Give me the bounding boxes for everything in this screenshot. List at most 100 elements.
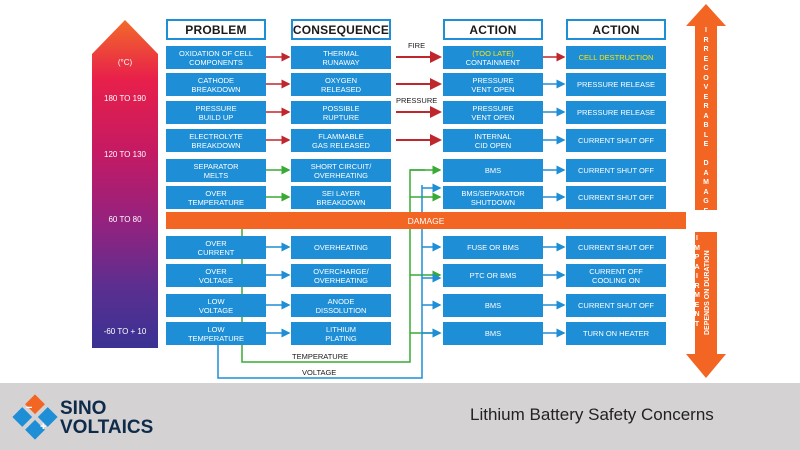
depends-on-duration-label: DEPENDS ON DURATION <box>704 250 711 336</box>
side-letter: E <box>703 141 709 148</box>
action1-box: BMS <box>443 322 543 345</box>
red-arrows-consequence-action <box>396 51 442 146</box>
pressure-label: PRESSURE <box>396 96 438 105</box>
side-letter: A <box>694 263 700 271</box>
page-title: Lithium Battery Safety Concerns <box>470 405 714 424</box>
header-action-1: ACTION <box>443 19 543 40</box>
action2-box: CURRENT SHUT OFF <box>566 129 666 152</box>
svg-text:−: − <box>26 402 32 414</box>
problem-box: ELECTROLYTE BREAKDOWN <box>166 129 266 152</box>
severity-double-arrow <box>686 4 726 378</box>
side-letter: E <box>703 207 709 215</box>
temperature-unit: (°C) <box>117 58 133 67</box>
action1-box: PRESSURE VENT OPEN <box>443 101 543 124</box>
problem-box: OXIDATION OF CELL COMPONENTS <box>166 46 266 69</box>
action2-box: CURRENT SHUT OFF <box>566 236 666 259</box>
green-arrows-problem-consequence <box>266 165 291 202</box>
side-letter: E <box>703 93 709 101</box>
red-arrows-problem-consequence <box>266 52 291 145</box>
action1-box: PRESSURE VENT OPEN <box>443 73 543 96</box>
problem-box: PRESSURE BUILD UP <box>166 101 266 124</box>
side-letter: I <box>705 27 707 34</box>
consequence-box: POSSIBLE RUPTURE <box>291 101 391 124</box>
action2-box: CURRENT OFF COOLING ON <box>566 264 666 287</box>
consequence-box: ANODE DISSOLUTION <box>291 294 391 317</box>
side-letter: L <box>703 131 709 139</box>
consequence-box: SHORT CIRCUIT/ OVERHEATING <box>291 159 391 182</box>
logo-text-line2: VOLTAICS <box>60 417 154 438</box>
action2-box: CURRENT SHUT OFF <box>566 186 666 209</box>
voltage-line <box>217 185 423 379</box>
action1-box: PTC OR BMS <box>443 264 543 287</box>
temperature-label: TEMPERATURE <box>292 352 349 361</box>
side-letter: E <box>703 55 709 63</box>
problem-box: OVER VOLTAGE <box>166 264 266 287</box>
side-letter: P <box>694 254 700 261</box>
side-letter: T <box>694 320 700 328</box>
side-letter: C <box>703 65 709 72</box>
action1-box: BMS <box>443 159 543 182</box>
action1-box: BMS/SEPARATOR SHUTDOWN <box>443 186 543 209</box>
temperature-range-cold: -60 TO + 10 <box>103 327 147 336</box>
problem-box: LOW VOLTAGE <box>166 294 266 317</box>
connector-layer <box>217 51 566 379</box>
consequence-box: FLAMMABLE GAS RELEASED <box>291 129 391 152</box>
consequence-box: SEI LAYER BREAKDOWN <box>291 186 391 209</box>
side-letter: V <box>703 84 709 91</box>
action2-box: PRESSURE RELEASE <box>566 73 666 96</box>
side-letter: E <box>694 301 700 309</box>
problem-box: LOW TEMPERATURE <box>166 322 266 345</box>
action2-box: CURRENT SHUT OFF <box>566 159 666 182</box>
voltage-label: VOLTAGE <box>302 368 337 377</box>
action2-box: CELL DESTRUCTION <box>566 46 666 69</box>
problem-box: SEPARATOR MELTS <box>166 159 266 182</box>
damage-bar: DAMAGE <box>166 212 686 229</box>
problem-box: CATHODE BREAKDOWN <box>166 73 266 96</box>
side-letter: G <box>703 198 709 205</box>
temperature-range-high: 180 TO 190 <box>104 94 146 103</box>
action2-box: TURN ON HEATER <box>566 322 666 345</box>
side-letter: R <box>694 282 700 290</box>
problem-box: OVER TEMPERATURE <box>166 186 266 209</box>
side-letter: N <box>694 311 700 318</box>
side-letter: O <box>703 74 709 82</box>
side-letter: M <box>694 292 700 299</box>
side-letter: R <box>703 46 709 53</box>
side-letter <box>697 150 715 160</box>
svg-text:+: + <box>40 421 46 433</box>
temperature-range-low: 60 TO 80 <box>108 215 142 224</box>
side-letter: D <box>703 160 709 167</box>
temperature-gradient-arrow <box>92 20 158 348</box>
logo-icon: − + <box>12 394 58 440</box>
action1-box: BMS <box>443 294 543 317</box>
logo-text-line1: SINO <box>60 398 107 419</box>
action2-box: CURRENT SHUT OFF <box>566 294 666 317</box>
side-letter: R <box>703 103 709 110</box>
header-problem: PROBLEM <box>166 19 266 40</box>
blue-arrows-action-action <box>543 79 566 338</box>
side-letter: A <box>703 169 709 177</box>
side-letter: I <box>696 235 698 242</box>
temperature-range-mid: 120 TO 130 <box>104 150 146 159</box>
header-consequence: CONSEQUENCE <box>291 19 391 40</box>
action1-box: FUSE OR BMS <box>443 236 543 259</box>
consequence-box: OXYGEN RELEASED <box>291 73 391 96</box>
action1-box: INTERNAL CID OPEN <box>443 129 543 152</box>
side-letter: I <box>696 273 698 280</box>
blue-arrows-problem-consequence <box>266 242 291 338</box>
consequence-box: LITHIUM PLATING <box>291 322 391 345</box>
side-letter: A <box>703 112 709 120</box>
side-letter: A <box>703 188 709 196</box>
footer-bar <box>0 383 800 450</box>
side-letter: B <box>703 122 709 129</box>
side-letter: R <box>703 36 709 44</box>
consequence-box: OVERHEATING <box>291 236 391 259</box>
action2-box: PRESSURE RELEASE <box>566 101 666 124</box>
problem-box: OVER CURRENT <box>166 236 266 259</box>
side-letter: M <box>694 244 700 252</box>
consequence-box: THERMAL RUNAWAY <box>291 46 391 69</box>
side-letter: M <box>703 179 709 186</box>
consequence-box: OVERCHARGE/ OVERHEATING <box>291 264 391 287</box>
